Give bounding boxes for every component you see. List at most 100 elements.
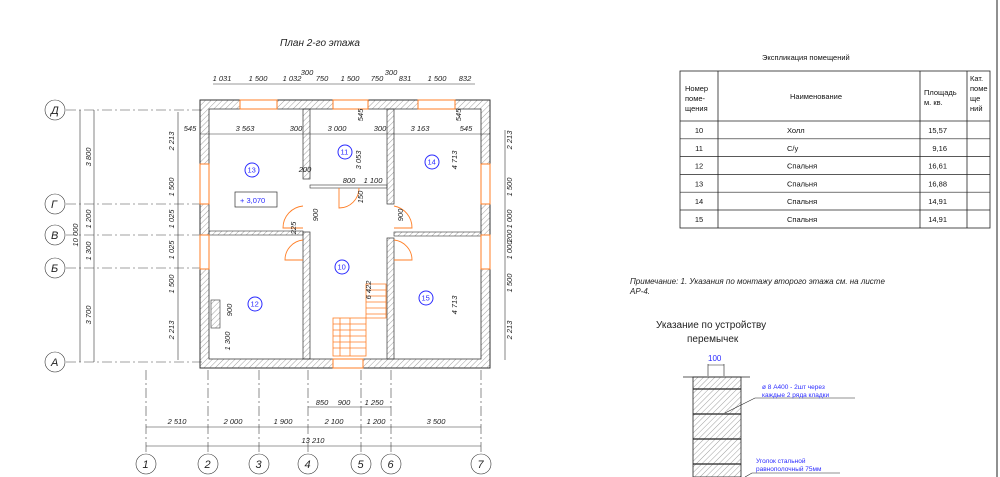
room-tag-circle (247, 296, 263, 312)
door-swing (282, 205, 304, 229)
lintel-title-1: Указание по устройству (656, 320, 766, 331)
dimension-text: 3 563 (236, 124, 256, 133)
cell-number: 13 (695, 179, 703, 188)
axis-label: Г (51, 199, 58, 211)
dimension-text: 900 (396, 208, 405, 221)
dimension-text: 900 (311, 208, 320, 221)
cell-name: Спальня (787, 162, 817, 171)
dimension-text: 545 (184, 124, 197, 133)
dimension-text: 3 053 (354, 150, 363, 170)
cell-name: Холл (787, 126, 805, 135)
dimension-text: 800 (343, 176, 356, 185)
axis-label: 3 (256, 459, 263, 471)
axis-label: Б (51, 263, 58, 275)
level-mark: + 3,070 (240, 196, 265, 205)
window (199, 234, 210, 270)
floor-plan: + 3,070 (199, 99, 491, 369)
dimension-text: 3 500 (427, 417, 447, 426)
note-line-1: Примечание: 1. Указания по монтажу второ… (630, 277, 885, 286)
dimension-text: 3 800 (84, 147, 93, 167)
partition (309, 184, 388, 189)
dimension-text: 2 213 (167, 320, 176, 341)
dimension-text: 1 300 (223, 331, 232, 351)
room-tag-circle (337, 144, 353, 160)
dimension-text: 13 210 (302, 436, 326, 445)
partition (208, 230, 304, 236)
cell-name: С/у (787, 144, 799, 153)
partition (393, 231, 482, 237)
axis-label: 5 (358, 459, 365, 471)
axis-bubble (44, 99, 66, 121)
axis-bubble (44, 351, 66, 373)
window (239, 99, 278, 110)
axis-label: 1 (143, 459, 149, 471)
door-swing (393, 239, 413, 261)
dimension-text: 1 500 (167, 274, 176, 294)
dimension-text: 1 500 (505, 273, 514, 293)
cell-number: 10 (695, 126, 703, 135)
level-mark-box (234, 191, 278, 208)
axis-bubble (380, 453, 402, 475)
interior-wall (302, 108, 311, 180)
room-number: 15 (422, 294, 430, 303)
interior-wall (386, 108, 395, 205)
axis-bubble (297, 453, 319, 475)
dimension-text: 200 (505, 229, 514, 243)
dimension-text: 545 (460, 124, 473, 133)
window (417, 99, 456, 110)
dimension-text: 2 213 (505, 320, 514, 341)
dimension-text: 1 000 (505, 209, 514, 229)
dimension-text: 6 422 (364, 280, 373, 300)
lintel-title-2: перемычек (687, 334, 739, 345)
lintel-width-dim: 100 (708, 354, 722, 363)
cell-number: 11 (695, 144, 703, 153)
dimension-text: 2 213 (167, 131, 176, 152)
room-tag-circle (244, 162, 260, 178)
dimension-text: 1 300 (84, 241, 93, 261)
rebar-label-1: ø 8 А400 - 2шт через (762, 384, 825, 391)
dimension-text: 900 (338, 398, 351, 407)
room-tag-circle (418, 290, 434, 306)
axis-bubble (44, 224, 66, 246)
dimension-text: 750 (371, 74, 384, 83)
axis-bubble (197, 453, 219, 475)
dimension-text: 300 (374, 124, 387, 133)
dimension-text: 1 500 (505, 177, 514, 197)
note-line-2: АР-4. (629, 287, 650, 296)
dimension-text: 1 200 (84, 209, 93, 229)
dimension-text: 300 (290, 124, 303, 133)
masonry-section (692, 376, 742, 477)
axis-bubble (350, 453, 372, 475)
angle-label-2: равнополочный 75мм (756, 465, 822, 473)
axis-bubble (135, 453, 157, 475)
dimension-text: 1 025 (167, 209, 176, 229)
dimension-text: 150 (356, 190, 365, 203)
axis-label: А (50, 357, 58, 369)
cell-area: 9,16 (932, 144, 947, 153)
dimension-text: 1 500 (341, 74, 361, 83)
dimension-text: 4 713 (450, 150, 459, 170)
lintel-detail: Указание по устройству перемычек 100 ø 8… (656, 320, 855, 477)
room-number: 14 (428, 158, 436, 167)
axis-label: 6 (388, 459, 395, 471)
dimension-text: 300 (385, 68, 398, 77)
axis-label: В (51, 230, 58, 242)
dimension-text: 900 (225, 303, 234, 316)
dimension-text: 200 (298, 165, 312, 174)
door-swing (393, 205, 413, 229)
dimension-text: 1 500 (428, 74, 448, 83)
room-number: 10 (338, 263, 346, 272)
rebar-label-2: каждые 2 ряда кладки (762, 392, 829, 399)
staircase (332, 283, 387, 357)
dimension-text: 3 163 (411, 124, 431, 133)
dimension-text: 832 (459, 74, 472, 83)
dimension-text: 750 (316, 74, 329, 83)
dimension-text: 300 (301, 68, 314, 77)
door-swing (338, 187, 360, 209)
dimension-text: 3 700 (84, 305, 93, 325)
